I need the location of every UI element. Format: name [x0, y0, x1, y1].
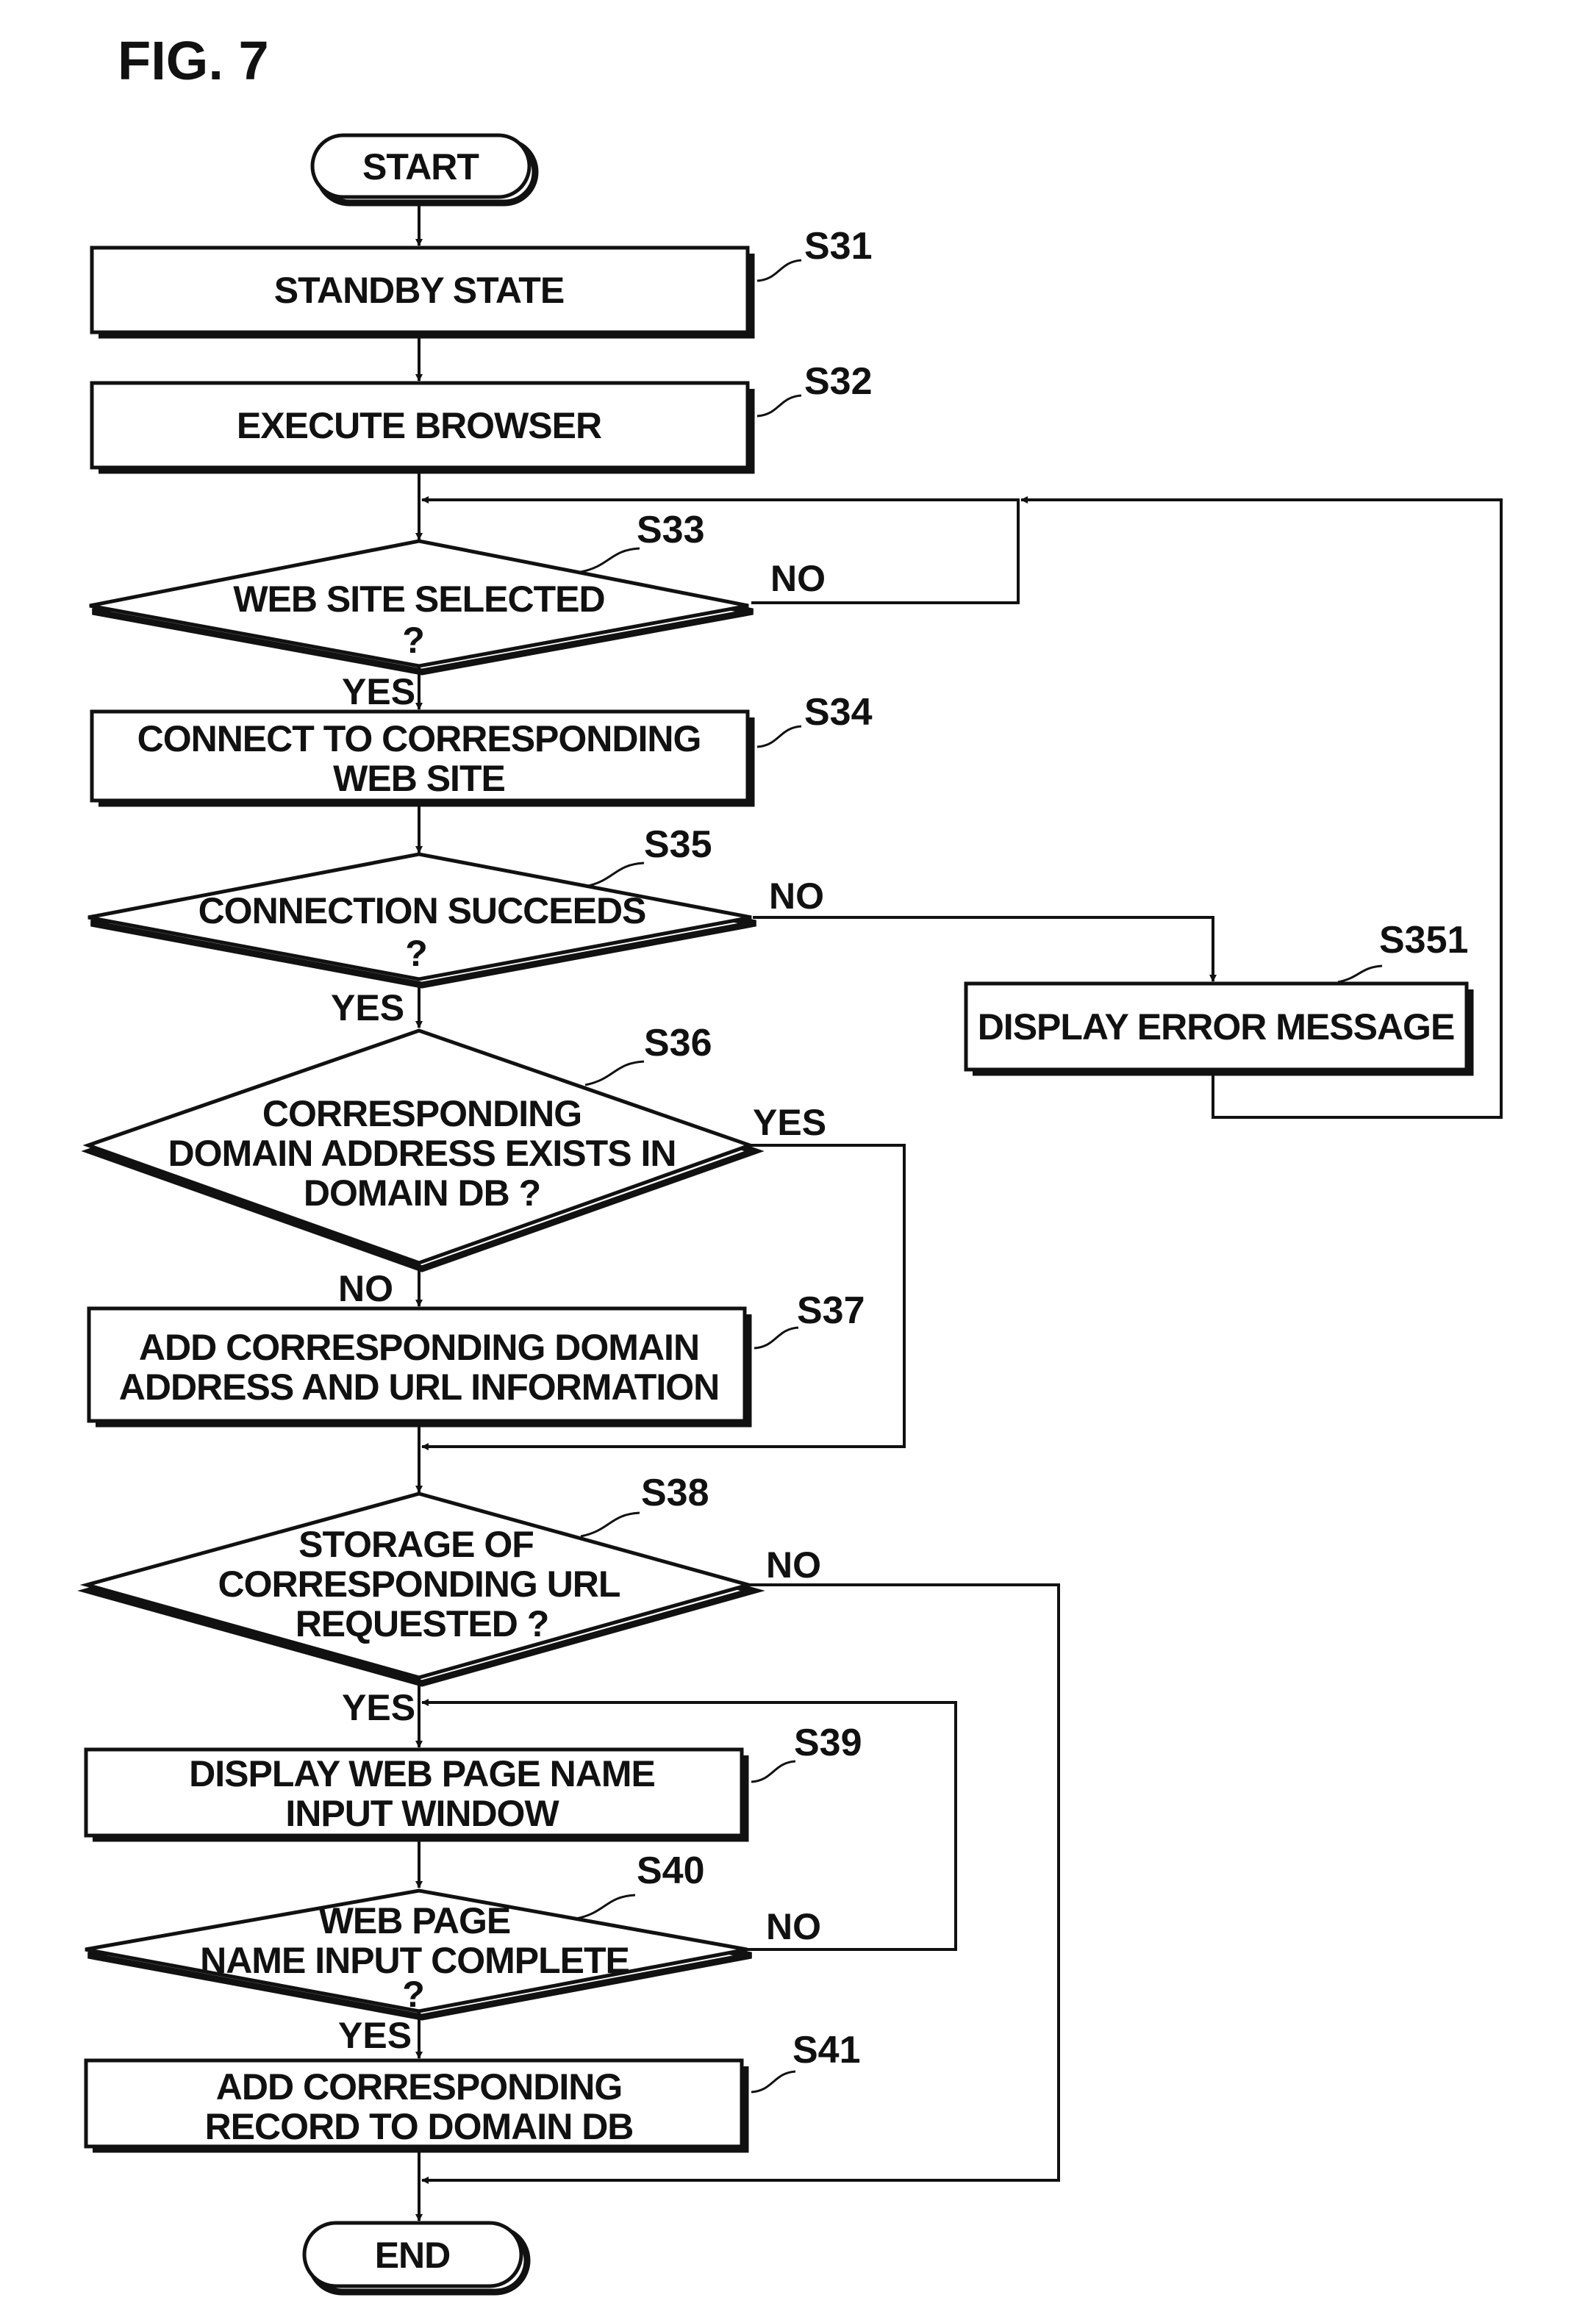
decision-s40-name-input-complete: WEB PAGE NAME INPUT COMPLETE ? S40 NO YE… — [85, 1849, 821, 2056]
decision-s40-label-line-1: WEB PAGE — [319, 1900, 511, 1941]
step-s34-label-line-1: CONNECT TO CORRESPONDING — [137, 718, 701, 759]
step-s41-add-record-to-domain-db: ADD CORRESPONDING RECORD TO DOMAIN DB S4… — [86, 2029, 861, 2149]
decision-s38-storage-of-url-requested: STORAGE OF CORRESPONDING URL REQUESTED ?… — [87, 1472, 821, 1728]
decision-s33-web-site-selected: WEB SITE SELECTED ? S33 NO YES — [90, 509, 826, 712]
decision-s36-id: S36 — [644, 1022, 712, 1064]
decision-s36-no-label: NO — [338, 1268, 393, 1309]
step-s34-id: S34 — [804, 691, 873, 734]
step-s351-display-error-message: DISPLAY ERROR MESSAGE S351 — [966, 919, 1470, 1072]
decision-s35-yes-label: YES — [331, 987, 404, 1028]
decision-s36-label-line-1: CORRESPONDING — [262, 1093, 581, 1134]
decision-s33-label-line-1: WEB SITE SELECTED — [233, 579, 604, 620]
step-s41-label-line-2: RECORD TO DOMAIN DB — [205, 2106, 634, 2147]
decision-s35-id: S35 — [644, 823, 712, 866]
decision-s35-connection-succeeds: CONNECTION SUCCEEDS ? S35 NO YES — [88, 823, 824, 1028]
step-s39-label-line-2: INPUT WINDOW — [285, 1793, 559, 1834]
step-s37-label-line-2: ADDRESS AND URL INFORMATION — [119, 1367, 720, 1408]
end-label: END — [375, 2235, 451, 2276]
start-label: START — [362, 146, 479, 187]
decision-s38-label-line-2: CORRESPONDING URL — [218, 1564, 620, 1605]
decision-s38-label-line-3: REQUESTED ? — [296, 1603, 549, 1644]
decision-s36-domain-address-exists: CORRESPONDING DOMAIN ADDRESS EXISTS IN D… — [88, 1022, 826, 1309]
step-s41-id: S41 — [792, 2029, 861, 2071]
decision-s35-no-label: NO — [769, 875, 824, 917]
step-s31-standby-state: STANDBY STATE S31 — [92, 225, 873, 335]
step-s34-label-line-2: WEB SITE — [333, 758, 505, 799]
step-s32-execute-browser: EXECUTE BROWSER S32 — [92, 360, 873, 470]
decision-s38-id: S38 — [641, 1472, 709, 1514]
step-s39-label-line-1: DISPLAY WEB PAGE NAME — [189, 1753, 655, 1794]
start-terminal: START — [312, 135, 535, 203]
decision-s36-label-line-2: DOMAIN ADDRESS EXISTS IN — [168, 1133, 676, 1174]
decision-s33-yes-label: YES — [342, 671, 415, 712]
decision-s33-label-line-2: ? — [402, 620, 424, 661]
decision-s36-label-line-3: DOMAIN DB ? — [304, 1172, 540, 1214]
step-s37-label-line-1: ADD CORRESPONDING DOMAIN — [139, 1327, 699, 1368]
decision-s40-id: S40 — [637, 1849, 705, 1892]
figure-title: FIG. 7 — [118, 30, 269, 91]
step-s32-id: S32 — [804, 360, 873, 403]
decision-s38-label-line-1: STORAGE OF — [298, 1524, 534, 1565]
end-terminal: END — [304, 2223, 527, 2292]
step-s39-display-name-input-window: DISPLAY WEB PAGE NAME INPUT WINDOW S39 — [86, 1722, 862, 1838]
decision-s40-yes-label: YES — [338, 2015, 412, 2056]
decision-s35-label-line-2: ? — [405, 933, 427, 974]
step-s31-label: STANDBY STATE — [274, 270, 564, 311]
decision-s38-yes-label: YES — [342, 1687, 415, 1728]
step-s39-id: S39 — [794, 1722, 862, 1764]
step-s32-label: EXECUTE BROWSER — [237, 405, 602, 446]
step-s351-id: S351 — [1379, 919, 1468, 961]
step-s37-add-domain-address: ADD CORRESPONDING DOMAIN ADDRESS AND URL… — [89, 1289, 865, 1424]
decision-s33-no-label: NO — [770, 558, 826, 599]
step-s351-label: DISPLAY ERROR MESSAGE — [978, 1006, 1455, 1048]
decision-s40-no-label: NO — [766, 1906, 821, 1947]
decision-s35-label-line-1: CONNECTION SUCCEEDS — [198, 890, 646, 931]
decision-s38-no-label: NO — [766, 1544, 821, 1586]
step-s37-id: S37 — [797, 1289, 865, 1332]
decision-s36-yes-label: YES — [753, 1102, 826, 1143]
step-s41-label-line-1: ADD CORRESPONDING — [216, 2066, 622, 2107]
decision-s33-id: S33 — [637, 509, 705, 551]
decision-s40-label-line-3: ? — [402, 1974, 424, 2015]
step-s34-connect-to-web-site: CONNECT TO CORRESPONDING WEB SITE S34 — [92, 691, 873, 803]
step-s31-id: S31 — [804, 225, 873, 268]
